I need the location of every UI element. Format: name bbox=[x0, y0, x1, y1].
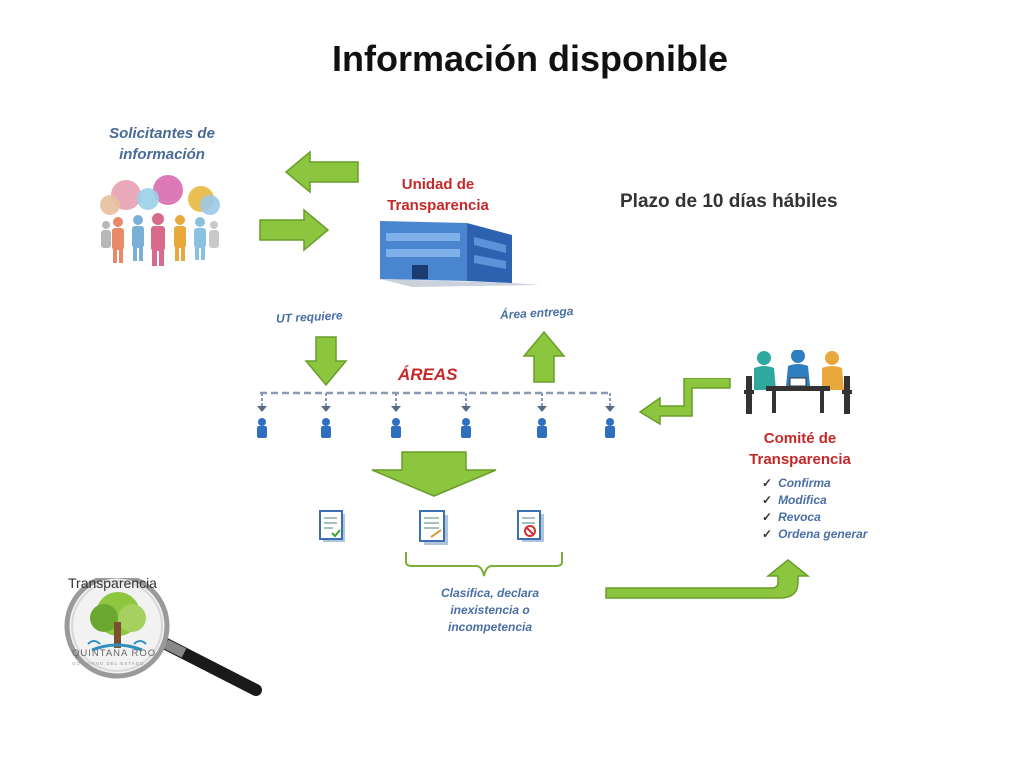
person-icon bbox=[391, 393, 401, 438]
classify-line3: incompetencia bbox=[447, 620, 533, 634]
unit-label-line1: Unidad de bbox=[401, 176, 475, 193]
requesters-label-line1: Solicitantes de bbox=[109, 125, 215, 142]
requesters-label: Solicitantes de información bbox=[92, 123, 232, 165]
committee-action-item: ✓ Confirma bbox=[762, 475, 867, 492]
deadline-text: Plazo de 10 días hábiles bbox=[620, 191, 838, 212]
ut-requires-label: UT requiere bbox=[275, 308, 344, 326]
logo-subtitle: QUINTANA ROO bbox=[72, 648, 157, 659]
committee-label-line1: Comité de bbox=[763, 430, 837, 447]
area-delivers-label: Área entrega bbox=[499, 304, 574, 322]
check-icon: ✓ bbox=[762, 493, 773, 507]
unit-label-line2: Transparencia bbox=[387, 197, 489, 214]
check-icon: ✓ bbox=[762, 527, 773, 541]
person-icon bbox=[461, 393, 471, 438]
building-icon bbox=[380, 221, 540, 287]
committee-actions-list: ✓ Confirma ✓ Modifica ✓ Revoca ✓ Ordena gene… bbox=[762, 475, 867, 543]
document-sign-icon bbox=[419, 510, 448, 545]
documents-brace bbox=[405, 552, 563, 577]
person-icon bbox=[257, 393, 267, 438]
page-title: Información disponible bbox=[331, 38, 729, 79]
committee-action-text: Revoca bbox=[778, 510, 821, 524]
classify-line2: inexistencia o bbox=[450, 603, 530, 617]
document-cancel-icon bbox=[517, 510, 544, 542]
logo-subtitle-small: GOBIERNO DEL ESTADO bbox=[72, 661, 145, 666]
areas-org-chart bbox=[257, 391, 615, 438]
check-icon: ✓ bbox=[762, 476, 773, 490]
person-icon bbox=[605, 393, 615, 438]
classify-label: Clasifica, declara inexistencia o incomp… bbox=[420, 585, 560, 636]
requesters-label-line2: información bbox=[119, 146, 205, 163]
areas-title: ÁREAS bbox=[398, 365, 458, 384]
committee-label: Comité de Transparencia bbox=[732, 428, 868, 470]
logo-label: Transparencia bbox=[68, 575, 157, 591]
committee-label-line2: Transparencia bbox=[749, 451, 851, 468]
committee-action-text: Modifica bbox=[778, 493, 827, 507]
meeting-table-icon bbox=[744, 350, 852, 414]
arrow-down-to-documents bbox=[371, 451, 497, 497]
arrow-up-to-unit bbox=[522, 330, 566, 383]
document-check-icon bbox=[319, 510, 345, 542]
committee-action-text: Confirma bbox=[778, 476, 831, 490]
arrow-down-to-areas bbox=[304, 336, 348, 387]
person-icon bbox=[537, 393, 547, 438]
arrow-left-to-requesters bbox=[284, 150, 359, 194]
committee-action-item: ✓ Ordena generar bbox=[762, 526, 867, 543]
arrow-to-committee bbox=[605, 559, 811, 599]
committee-action-text: Ordena generar bbox=[778, 527, 868, 541]
check-icon: ✓ bbox=[762, 510, 773, 524]
person-icon bbox=[321, 393, 331, 438]
arrow-right-to-unit bbox=[259, 208, 330, 252]
classify-line1: Clasifica, declara bbox=[440, 586, 540, 600]
committee-action-item: ✓ Revoca bbox=[762, 509, 867, 526]
unit-label: Unidad de Transparencia bbox=[370, 174, 506, 216]
arrow-committee-to-areas bbox=[638, 378, 731, 426]
committee-action-item: ✓ Modifica bbox=[762, 492, 867, 509]
magnifier-logo-icon bbox=[64, 578, 262, 696]
people-speech-icon bbox=[100, 175, 220, 266]
